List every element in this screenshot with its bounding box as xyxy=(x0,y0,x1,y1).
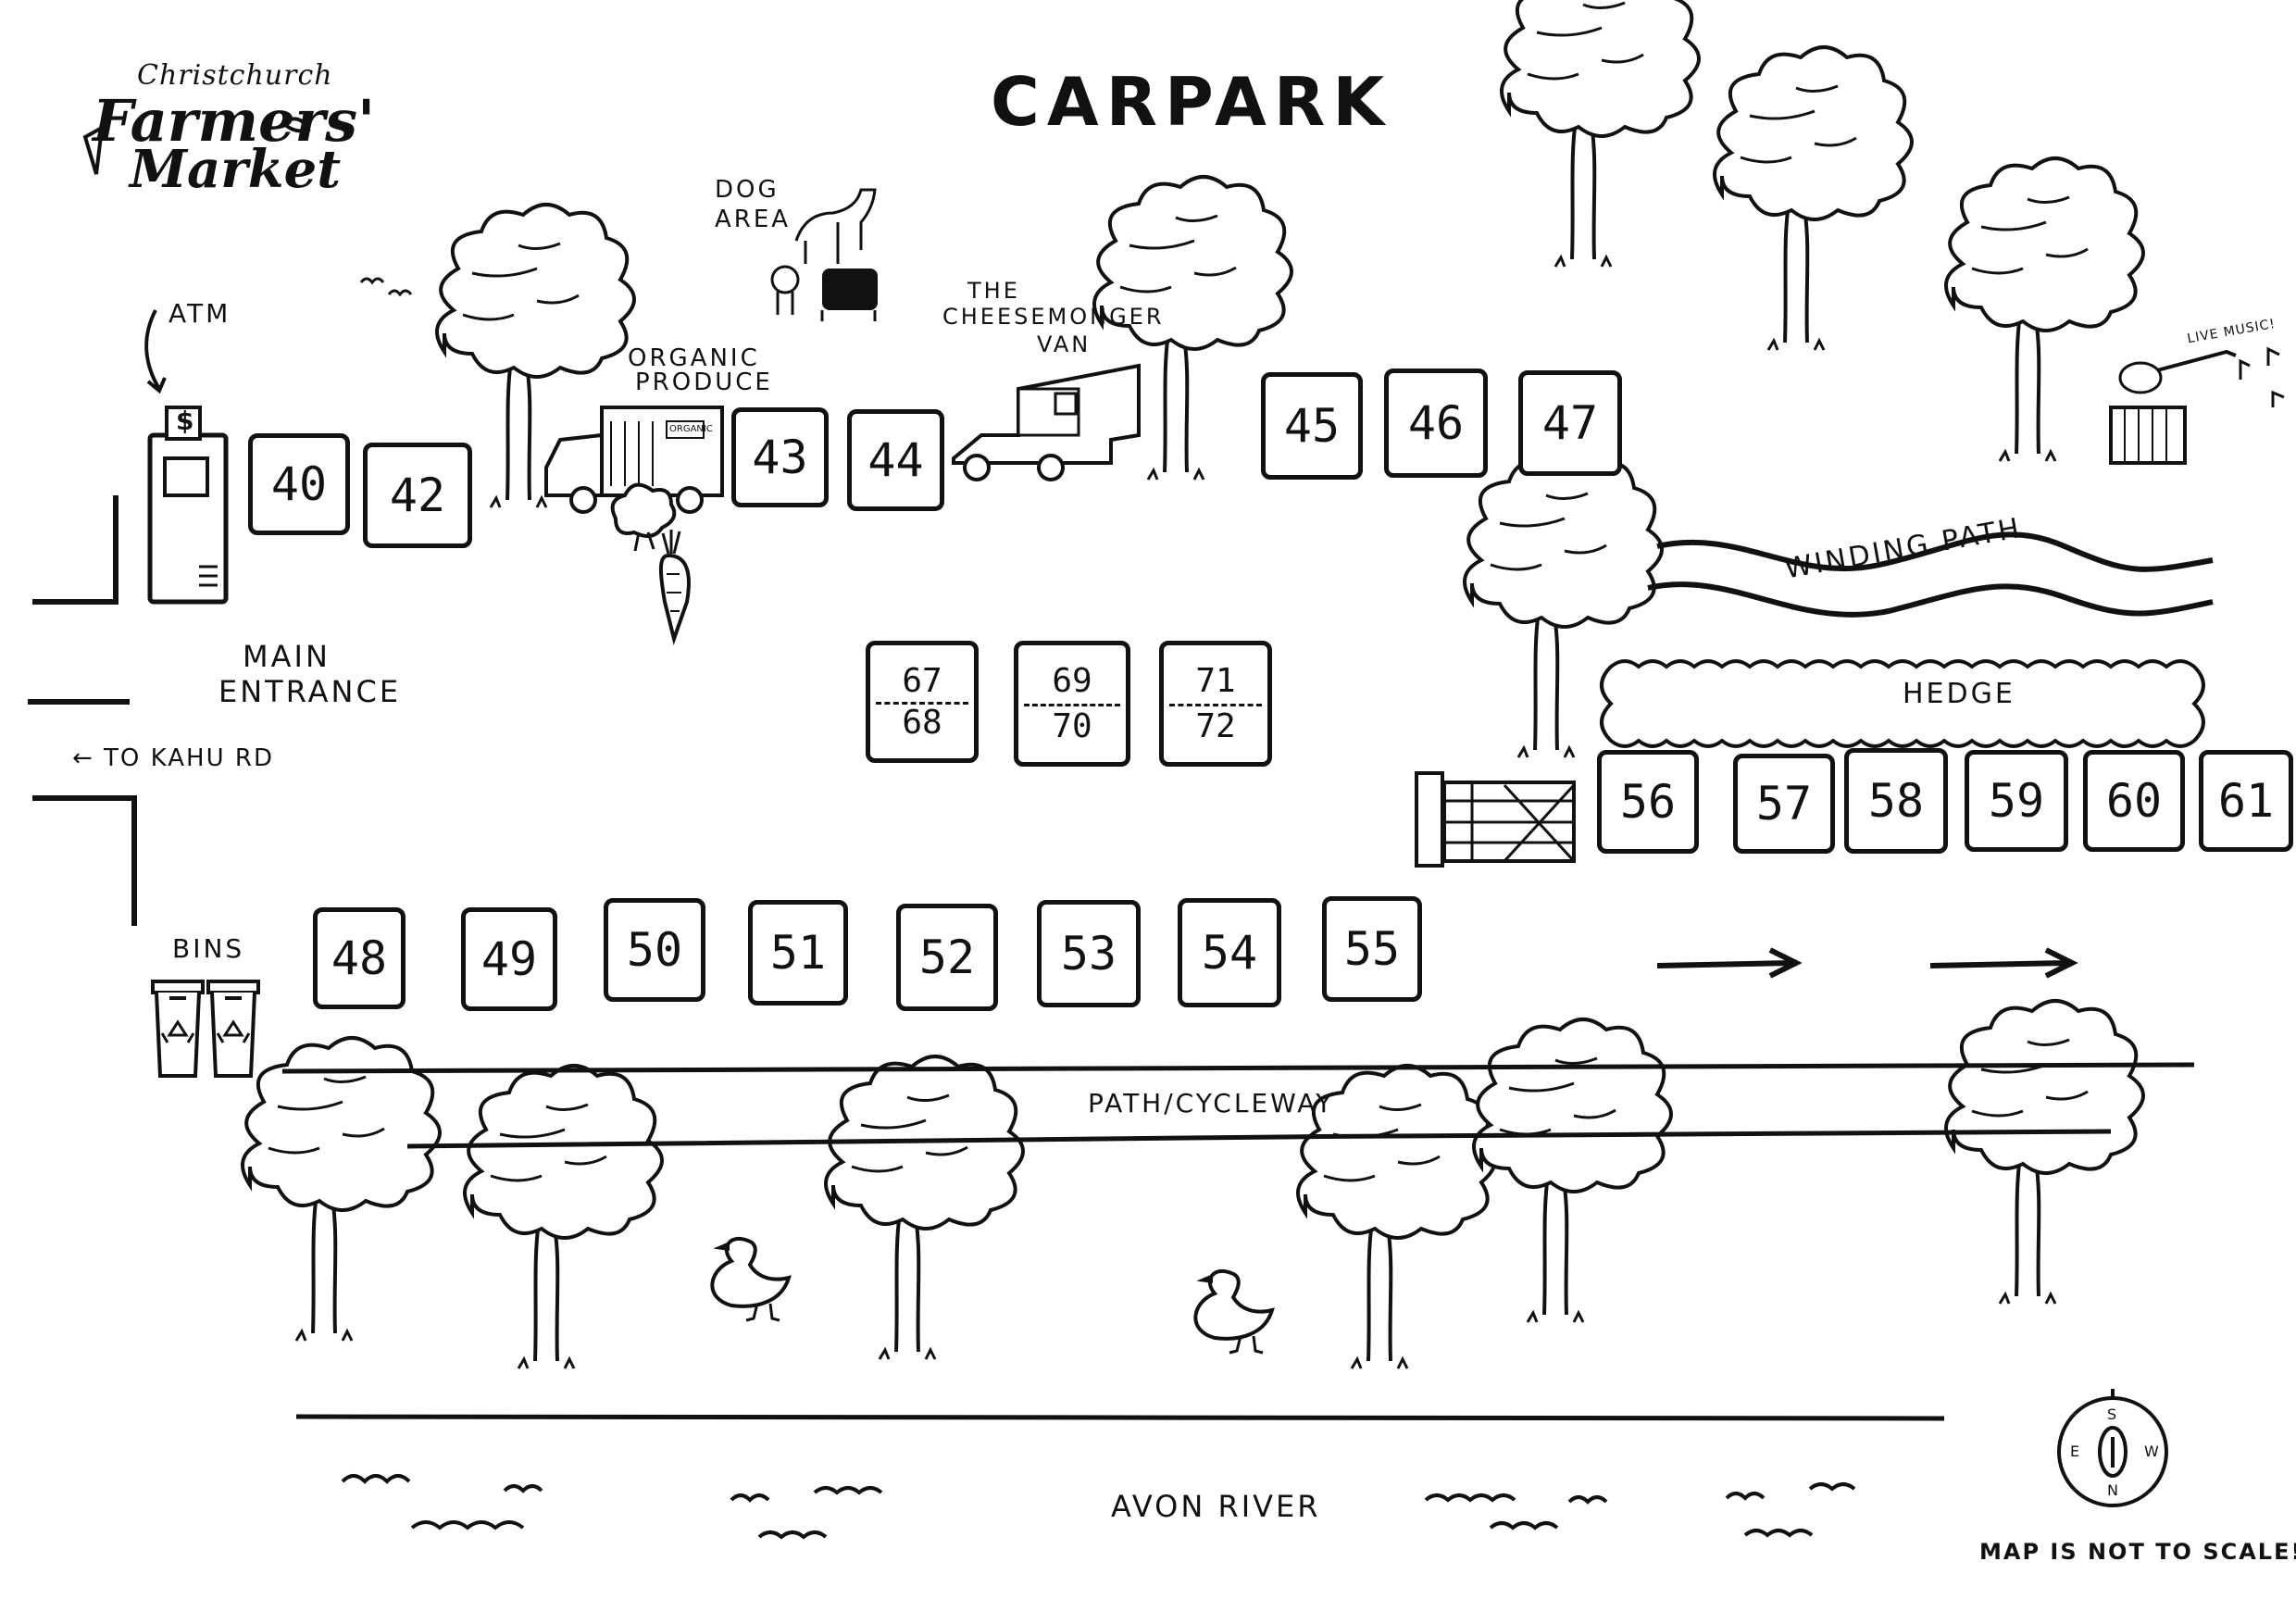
tree-icon xyxy=(1713,45,1914,352)
entrance-wall-top xyxy=(32,495,119,605)
music-note-icon xyxy=(2239,346,2285,407)
stall-70: 70 xyxy=(1052,707,1092,745)
dog-icon xyxy=(770,188,878,321)
compass-icon xyxy=(2057,1389,2168,1507)
stall-68: 68 xyxy=(902,704,942,742)
stall-72: 72 xyxy=(1195,707,1236,745)
bin-icon xyxy=(151,980,205,1078)
arrow-icon xyxy=(1656,947,1803,979)
dog-area-label: DOG xyxy=(715,176,780,204)
tree-icon xyxy=(241,1036,442,1343)
stall-59[interactable]: 59 xyxy=(1965,750,2068,852)
logo-carrot-icon xyxy=(82,117,311,175)
stall-divider xyxy=(876,702,968,705)
stall-67: 67 xyxy=(902,662,942,700)
main-entrance-label-2: ENTRANCE xyxy=(218,674,402,709)
compass-w: W xyxy=(2144,1443,2159,1460)
stall-71: 71 xyxy=(1195,662,1236,700)
duck-icon xyxy=(1193,1268,1274,1355)
scale-note: MAP IS NOT TO SCALE! xyxy=(1979,1539,2296,1565)
arrow-icon xyxy=(1929,947,2078,979)
stall-46[interactable]: 46 xyxy=(1384,369,1488,478)
stall-40[interactable]: 40 xyxy=(248,433,350,535)
stall-48[interactable]: 48 xyxy=(313,907,406,1009)
cycleway-label: PATH/CYCLEWAY xyxy=(1088,1088,1335,1118)
organic-produce-label-2: PRODUCE xyxy=(635,369,773,396)
stall-69: 69 xyxy=(1052,662,1092,700)
stall-42[interactable]: 42 xyxy=(363,443,472,548)
organic-produce-label: ORGANIC xyxy=(628,344,760,372)
stall-54[interactable]: 54 xyxy=(1178,898,1281,1007)
stall-47[interactable]: 47 xyxy=(1518,370,1622,476)
main-entrance-label: MAIN xyxy=(243,639,331,674)
tree-icon xyxy=(1500,0,1701,269)
atm-symbol: $ xyxy=(176,406,197,436)
stall-58[interactable]: 58 xyxy=(1844,748,1948,854)
entrance-wall-bottom xyxy=(32,795,137,926)
stall-divider xyxy=(1024,704,1120,706)
carpark-label: CARPARK xyxy=(991,63,1392,141)
carrot-icon xyxy=(658,530,691,645)
tree-icon xyxy=(1944,999,2145,1305)
kahu-rd-label: ← TO KAHU RD xyxy=(72,744,274,772)
atm-label: ATM xyxy=(168,298,231,329)
stall-57[interactable]: 57 xyxy=(1733,754,1835,854)
compass-s: S xyxy=(2107,1405,2117,1423)
stall-divider xyxy=(1169,704,1262,706)
avon-river-label: AVON RIVER xyxy=(1111,1489,1321,1524)
stall-44[interactable]: 44 xyxy=(847,409,944,511)
stall-61[interactable]: 61 xyxy=(2199,750,2293,852)
cheesemonger-label: THE xyxy=(967,278,1020,304)
compass-e: E xyxy=(2070,1443,2080,1460)
bin-icon xyxy=(206,980,260,1078)
duck-icon xyxy=(710,1236,791,1322)
atm-icon xyxy=(144,309,229,605)
bins-label: BINS xyxy=(172,933,245,964)
dog-area-label-2: AREA xyxy=(715,206,792,233)
organic-van-sign: ORGANIC xyxy=(669,424,713,434)
cycleway-edge xyxy=(406,1129,2112,1149)
stall-53[interactable]: 53 xyxy=(1037,900,1141,1007)
bird-icon xyxy=(359,277,413,297)
stall-56[interactable]: 56 xyxy=(1597,750,1699,854)
stall-43[interactable]: 43 xyxy=(731,407,829,507)
guitar-icon xyxy=(2118,349,2237,394)
compass-n: N xyxy=(2107,1481,2118,1499)
tree-icon xyxy=(463,1064,664,1370)
cheesemonger-label-2: CHEESEMONGER xyxy=(942,304,1165,330)
stall-60[interactable]: 60 xyxy=(2083,750,2185,852)
cheesemonger-label-3: VAN xyxy=(1037,331,1092,357)
split-stall-67-68[interactable]: 67 68 xyxy=(866,641,979,763)
logo-line-1: Christchurch xyxy=(137,59,333,92)
stall-49[interactable]: 49 xyxy=(461,907,557,1011)
split-stall-71-72[interactable]: 71 72 xyxy=(1159,641,1272,767)
winding-path-edge xyxy=(1656,531,2214,572)
water-wave-icon xyxy=(341,1474,1856,1540)
riverbank-line xyxy=(295,1414,1945,1421)
stall-55[interactable]: 55 xyxy=(1322,896,1422,1002)
stall-45[interactable]: 45 xyxy=(1261,372,1363,480)
ute-icon xyxy=(952,363,1141,481)
stall-52[interactable]: 52 xyxy=(896,904,998,1011)
hedge-label: HEDGE xyxy=(1903,678,2015,710)
gate-icon xyxy=(1415,771,1576,868)
winding-path-edge xyxy=(1647,581,2214,618)
logo-line-3: Market xyxy=(130,139,342,200)
split-stall-69-70[interactable]: 69 70 xyxy=(1014,641,1130,767)
hedge-shape xyxy=(1600,659,2205,748)
accordion-icon xyxy=(2109,406,2187,465)
tree-icon xyxy=(824,1055,1025,1361)
stall-50[interactable]: 50 xyxy=(604,898,705,1002)
broccoli-icon xyxy=(610,482,677,552)
logo-line-2: Farmers' xyxy=(93,87,376,155)
stall-51[interactable]: 51 xyxy=(748,900,848,1006)
